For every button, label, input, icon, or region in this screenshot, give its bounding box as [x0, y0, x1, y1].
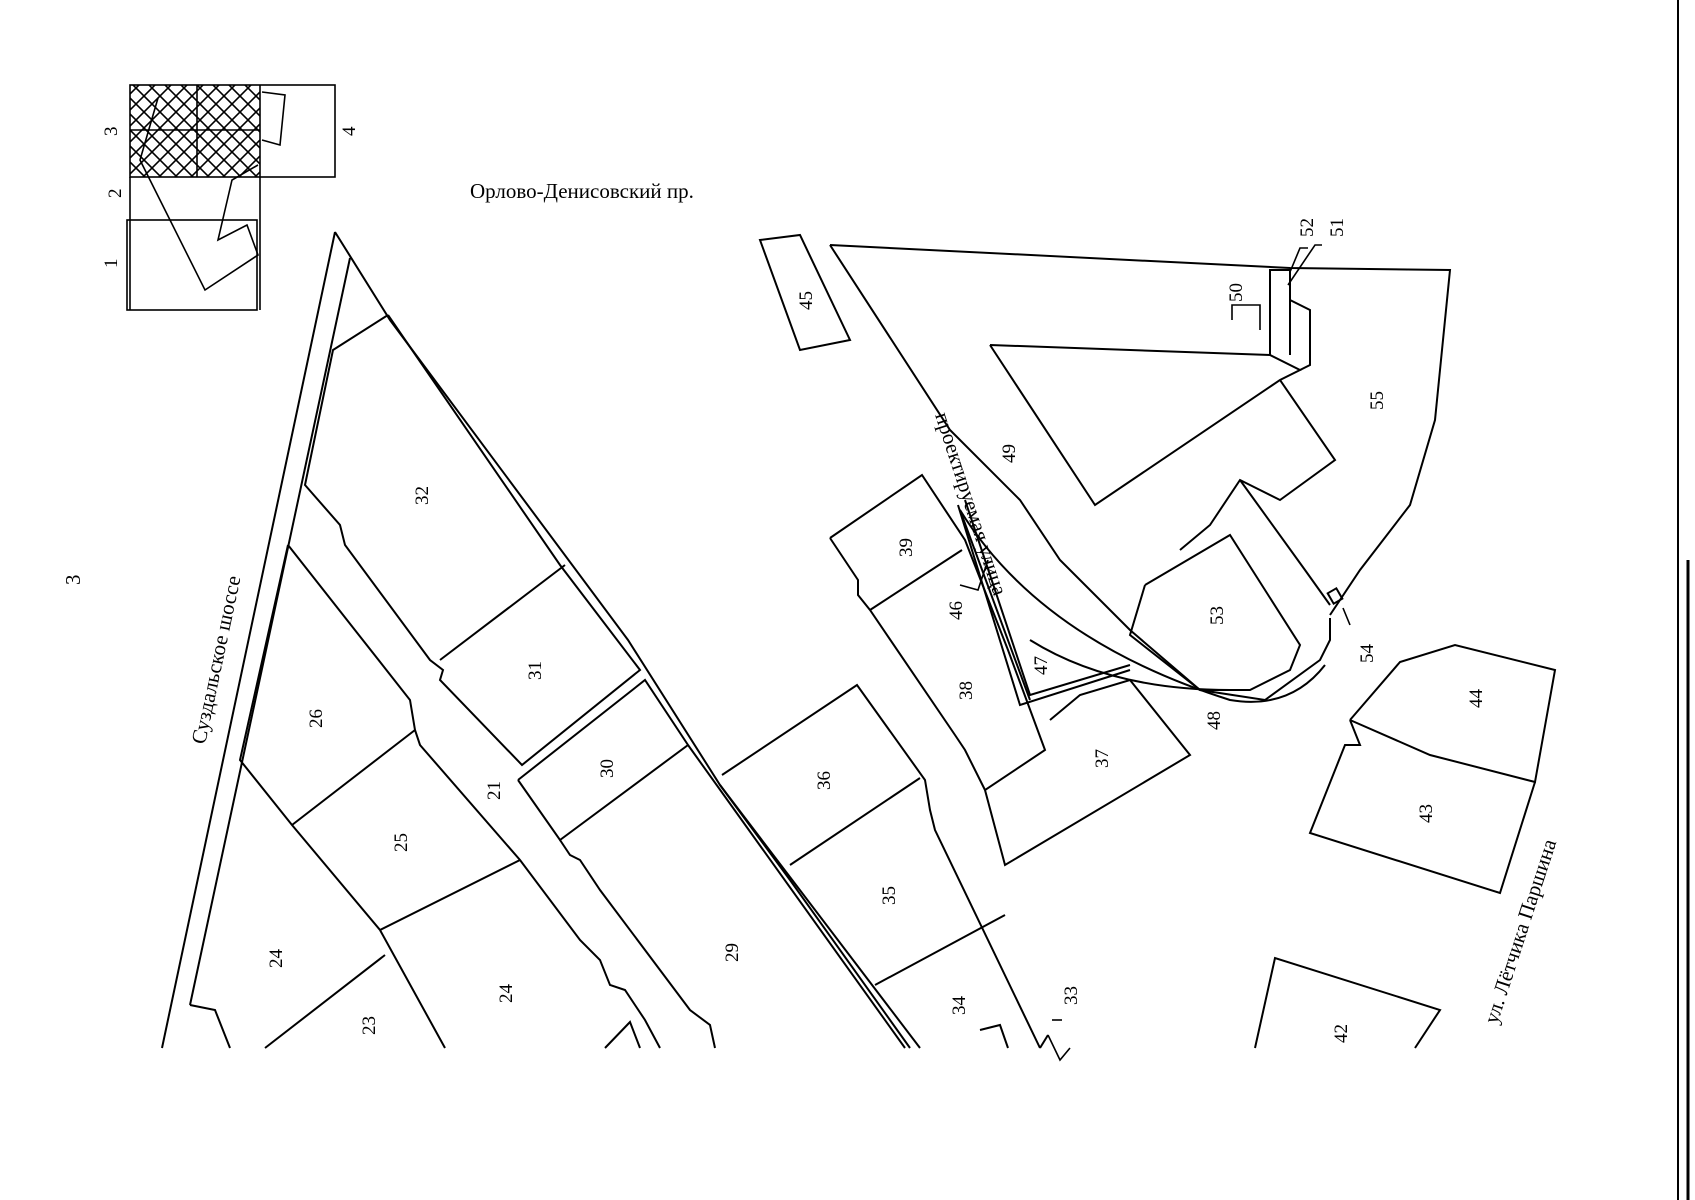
page-border [1677, 0, 1690, 1200]
parcel-34: 34 [949, 996, 970, 1016]
parcel-54: 54 [1357, 644, 1378, 664]
parcel-30: 30 [597, 759, 618, 778]
parcel-52: 52 [1297, 218, 1318, 237]
parcel-43: 43 [1416, 804, 1437, 823]
parcel-31: 31 [525, 661, 546, 680]
index-label-4: 4 [339, 126, 360, 136]
street-orlovo-denisovsky: Орлово-Денисовский пр. [470, 179, 694, 203]
parcel-49: 49 [999, 444, 1020, 463]
parcel-33: 33 [1061, 986, 1082, 1005]
middle-blocks [721, 233, 1192, 1049]
parcel-45: 45 [796, 291, 817, 310]
parcel-24b: 24 [496, 984, 517, 1004]
sheet-number: 3 [61, 575, 85, 586]
index-label-2: 2 [105, 189, 126, 199]
right-blocks [829, 244, 1557, 1062]
parcel-51: 51 [1327, 218, 1348, 237]
parcel-38: 38 [956, 681, 977, 700]
parcel-44: 44 [1466, 689, 1487, 709]
street-suzdalskoe: Суздальское шоссе [186, 573, 245, 746]
street-letchika-parshina: ул. Лётчика Паршина [1479, 835, 1562, 1026]
parcel-23: 23 [359, 1016, 380, 1035]
parcel-37: 37 [1092, 749, 1113, 768]
leader-lines [959, 244, 1351, 1021]
parcel-50: 50 [1226, 283, 1247, 302]
parcel-24a: 24 [266, 949, 287, 969]
index-label-3: 3 [101, 127, 122, 137]
parcel-39: 39 [896, 538, 917, 557]
parcel-47: 47 [1031, 656, 1052, 675]
index-label-1: 1 [101, 259, 122, 269]
parcel-29: 29 [722, 943, 743, 962]
parcel-53: 53 [1207, 606, 1228, 625]
parcel-36: 36 [814, 771, 835, 790]
parcel-48: 48 [1204, 711, 1225, 730]
index-map: 3 2 1 4 [101, 84, 360, 311]
left-blocks [161, 231, 921, 1049]
parcel-55: 55 [1367, 391, 1388, 410]
parcel-46: 46 [946, 601, 967, 620]
parcel-labels: 21 23 24 24 25 26 29 30 31 32 33 34 35 3… [266, 218, 1487, 1043]
parcel-42: 42 [1331, 1024, 1352, 1043]
parcel-35: 35 [879, 886, 900, 905]
parcel-26: 26 [306, 709, 327, 728]
parcel-25: 25 [391, 833, 412, 852]
parcel-21: 21 [484, 781, 505, 800]
parcel-32: 32 [412, 486, 433, 505]
street-proektiruemaya: проектируемая улица [930, 409, 1012, 599]
